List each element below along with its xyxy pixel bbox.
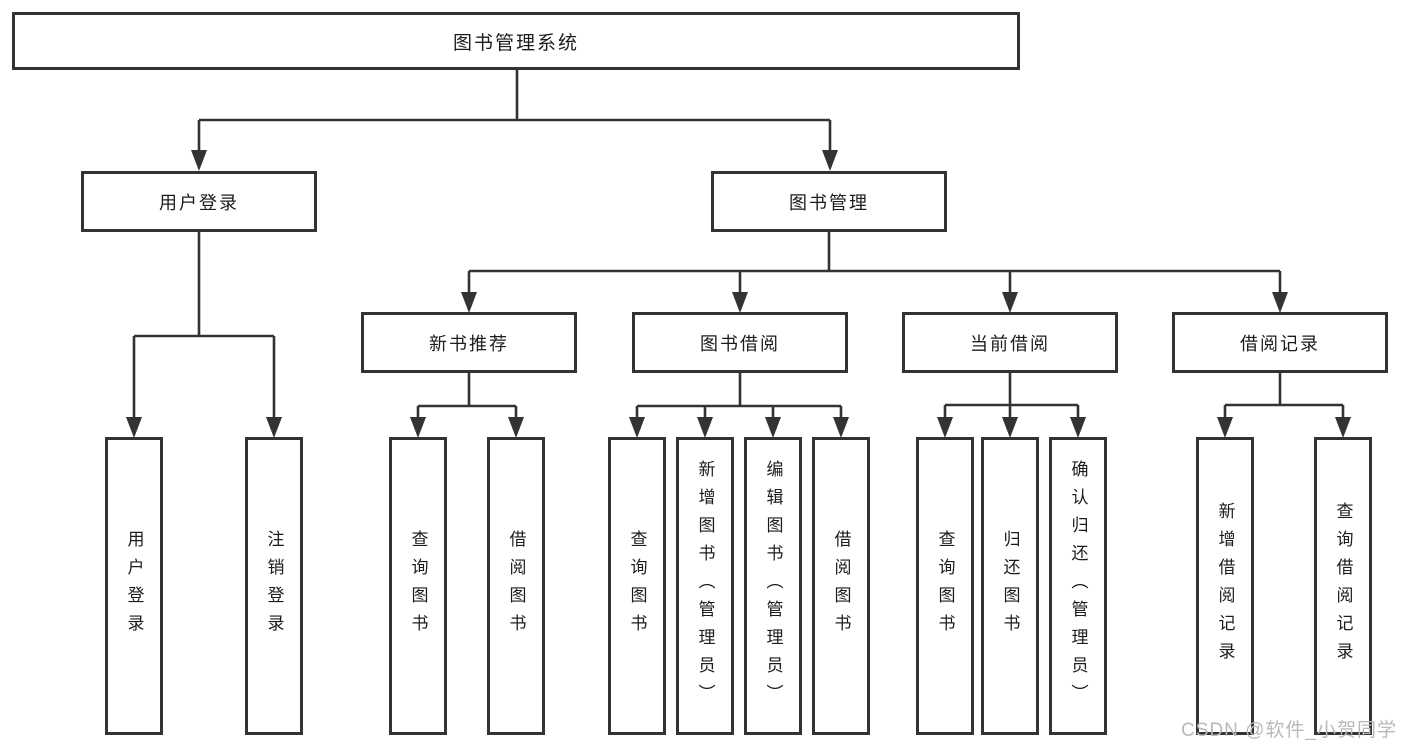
node-label: 归还图书 [1000, 530, 1020, 642]
leaf-borrow-books: 借阅图书 [812, 437, 870, 735]
leaf-borrow-books-recommend: 借阅图书 [487, 437, 545, 735]
node-book-management: 图书管理 [711, 171, 947, 232]
leaf-query-books-current: 查询图书 [916, 437, 974, 735]
node-label: 用户登录 [124, 530, 144, 642]
node-book-borrowing: 图书借阅 [632, 312, 848, 373]
arrowhead-icons [126, 150, 1351, 438]
node-label: 编辑图书（管理员） [763, 460, 783, 712]
watermark: CSDN @软件_小贺同学 [1181, 720, 1397, 741]
leaf-query-books-borrowing: 查询图书 [608, 437, 666, 735]
leaf-add-books-admin: 新增图书（管理员） [676, 437, 734, 735]
node-label: 当前借阅 [970, 333, 1050, 354]
leaf-return-books: 归还图书 [981, 437, 1039, 735]
leaf-confirm-return-admin: 确认归还（管理员） [1049, 437, 1107, 735]
node-label: 图书管理 [789, 192, 869, 213]
leaf-logout: 注销登录 [245, 437, 303, 735]
node-label: 查询图书 [935, 530, 955, 642]
node-library-management-system: 图书管理系统 [12, 12, 1020, 70]
node-current-borrowing: 当前借阅 [902, 312, 1118, 373]
leaf-query-books-recommend: 查询图书 [389, 437, 447, 735]
node-user-login: 用户登录 [81, 171, 317, 232]
node-label: 借阅图书 [506, 530, 526, 642]
node-borrowing-records: 借阅记录 [1172, 312, 1388, 373]
node-label: 借阅图书 [831, 530, 851, 642]
node-label: 图书借阅 [700, 333, 780, 354]
leaf-edit-books-admin: 编辑图书（管理员） [744, 437, 802, 735]
leaf-add-borrow-record: 新增借阅记录 [1196, 437, 1254, 735]
node-label: 用户登录 [159, 192, 239, 213]
leaf-user-login: 用户登录 [105, 437, 163, 735]
node-label: 查询图书 [627, 530, 647, 642]
node-label: 确认归还（管理员） [1068, 460, 1088, 712]
node-label: 查询借阅记录 [1333, 502, 1353, 670]
node-label: 图书管理系统 [452, 32, 579, 54]
node-label: 新增图书（管理员） [695, 460, 715, 712]
node-new-book-recommendation: 新书推荐 [361, 312, 577, 373]
node-label: 借阅记录 [1240, 333, 1320, 354]
node-label: 注销登录 [264, 530, 284, 642]
node-label: 新书推荐 [429, 333, 509, 354]
leaf-query-borrow-record: 查询借阅记录 [1314, 437, 1372, 735]
node-label: 查询图书 [408, 530, 428, 642]
node-label: 新增借阅记录 [1215, 502, 1235, 670]
